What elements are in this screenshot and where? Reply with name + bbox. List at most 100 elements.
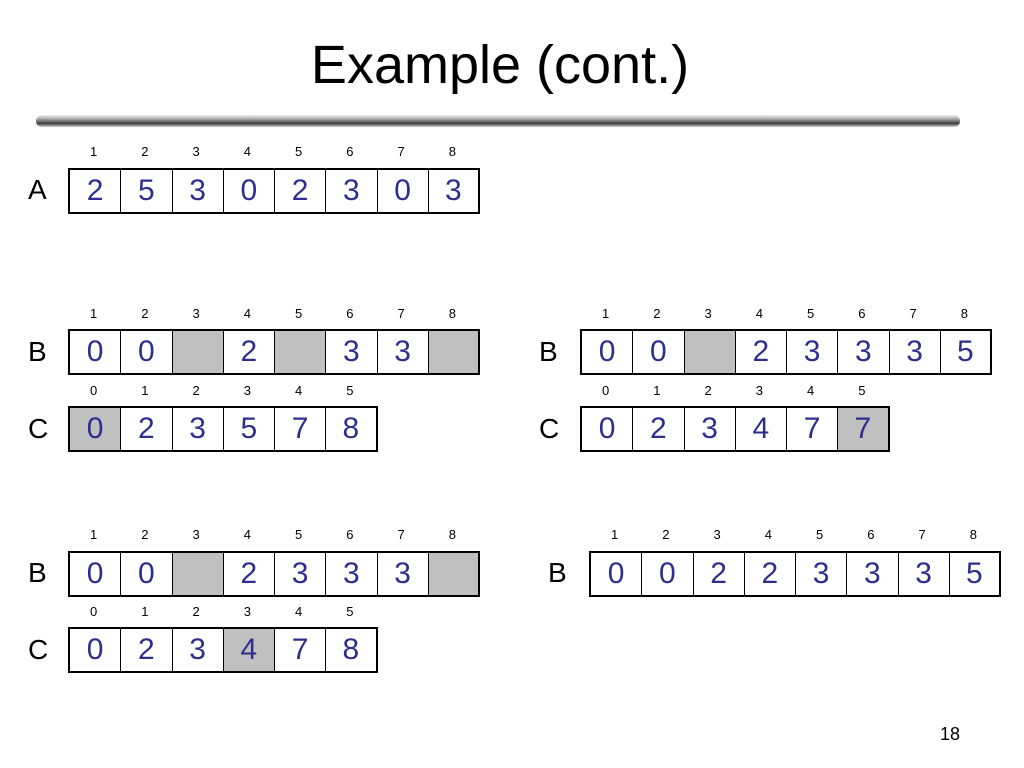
index-label: 1 — [141, 604, 149, 619]
index-label: 5 — [295, 306, 303, 321]
index-label: 4 — [243, 306, 251, 321]
array-cell: 2 — [224, 553, 275, 595]
array-cell: 0 — [633, 331, 685, 373]
array-label-c2: C — [539, 413, 560, 444]
index-label: 6 — [858, 306, 866, 321]
array-cell-shaded — [172, 553, 224, 595]
index-label: 3 — [192, 144, 200, 159]
index-label: 7 — [397, 306, 405, 321]
array-cell-shaded: 0 — [70, 408, 122, 450]
array-cell: 2 — [275, 170, 327, 212]
array-cell-shaded — [275, 331, 327, 373]
slide-title: Example (cont.) — [310, 35, 690, 95]
page-number: 18 — [940, 724, 961, 744]
index-label: 8 — [448, 144, 456, 159]
array-cell: 3 — [890, 331, 941, 373]
array-cell: 5 — [224, 408, 275, 450]
index-label: 8 — [969, 527, 977, 542]
index-label: 6 — [346, 144, 354, 159]
array-cell: 5 — [957, 335, 974, 368]
index-label: 1 — [653, 383, 661, 398]
array-cell: 3 — [899, 553, 950, 595]
array-cell: 0 — [70, 553, 122, 595]
array-cell: 7 — [787, 408, 839, 450]
array-label-c1: C — [28, 413, 49, 444]
index-label: 6 — [867, 527, 875, 542]
index-label: 2 — [141, 527, 149, 542]
array-cell: 2 — [745, 553, 796, 595]
array-cell: 3 — [796, 553, 848, 595]
index-label: 7 — [909, 306, 917, 321]
array-cell: 0 — [121, 553, 173, 595]
index-label: 8 — [448, 306, 456, 321]
array-cell: 3 — [173, 170, 224, 212]
index-label: 3 — [243, 604, 251, 619]
index-label: 5 — [295, 527, 303, 542]
array-cell: 7 — [275, 629, 327, 671]
index-label: 0 — [90, 604, 98, 619]
array-cell: 0 — [70, 629, 122, 671]
array-cell: 2 — [633, 408, 685, 450]
array-cell: 3 — [326, 170, 378, 212]
array-cell: 2 — [121, 408, 173, 450]
index-label: 1 — [141, 383, 149, 398]
index-label: 7 — [397, 527, 405, 542]
index-label: 5 — [858, 383, 866, 398]
array-cell: 4 — [736, 408, 787, 450]
index-label: 8 — [448, 527, 456, 542]
array-cell-shaded — [172, 331, 224, 373]
array-label-a1: A — [28, 174, 47, 205]
array-cell: 0 — [378, 170, 429, 212]
index-label: 5 — [807, 306, 815, 321]
array-cell: 3 — [847, 553, 899, 595]
index-label: 4 — [764, 527, 772, 542]
index-row-c3: 0 1 2 3 4 5 — [68, 604, 376, 619]
array-cell-shaded — [684, 331, 736, 373]
index-label: 2 — [704, 383, 712, 398]
index-label: 4 — [295, 604, 303, 619]
array-cell: 3 — [275, 553, 327, 595]
index-label: 1 — [90, 306, 98, 321]
index-label: 2 — [192, 604, 200, 619]
array-label-b4: B — [548, 557, 567, 588]
array-label-b1: B — [28, 336, 47, 367]
array-cell: 2 — [694, 553, 745, 595]
array-cell: 2 — [736, 331, 787, 373]
index-label: 1 — [611, 527, 619, 542]
index-label: 5 — [346, 383, 354, 398]
array-cell: 5 — [966, 557, 983, 590]
index-label: 5 — [346, 604, 354, 619]
index-label: 2 — [141, 306, 149, 321]
index-label: 6 — [346, 527, 354, 542]
index-label: 3 — [192, 306, 200, 321]
array-cell: 0 — [582, 331, 634, 373]
array-cell: 3 — [378, 553, 429, 595]
array-cell: 0 — [642, 553, 694, 595]
array-cell: 0 — [70, 331, 122, 373]
index-label: 3 — [755, 383, 763, 398]
index-label: 4 — [243, 144, 251, 159]
index-label: 1 — [90, 144, 98, 159]
index-label: 2 — [192, 383, 200, 398]
array-cell-shaded: 4 — [223, 629, 275, 671]
array-cell: 0 — [121, 331, 173, 373]
index-label: 4 — [243, 527, 251, 542]
index-label: 0 — [602, 383, 610, 398]
array-label-b2: B — [539, 336, 558, 367]
array-cell: 3 — [326, 331, 378, 373]
array-label-c3: C — [28, 634, 49, 665]
index-label: 3 — [192, 527, 200, 542]
index-label: 5 — [295, 144, 303, 159]
index-label: 8 — [960, 306, 968, 321]
index-label: 1 — [90, 527, 98, 542]
